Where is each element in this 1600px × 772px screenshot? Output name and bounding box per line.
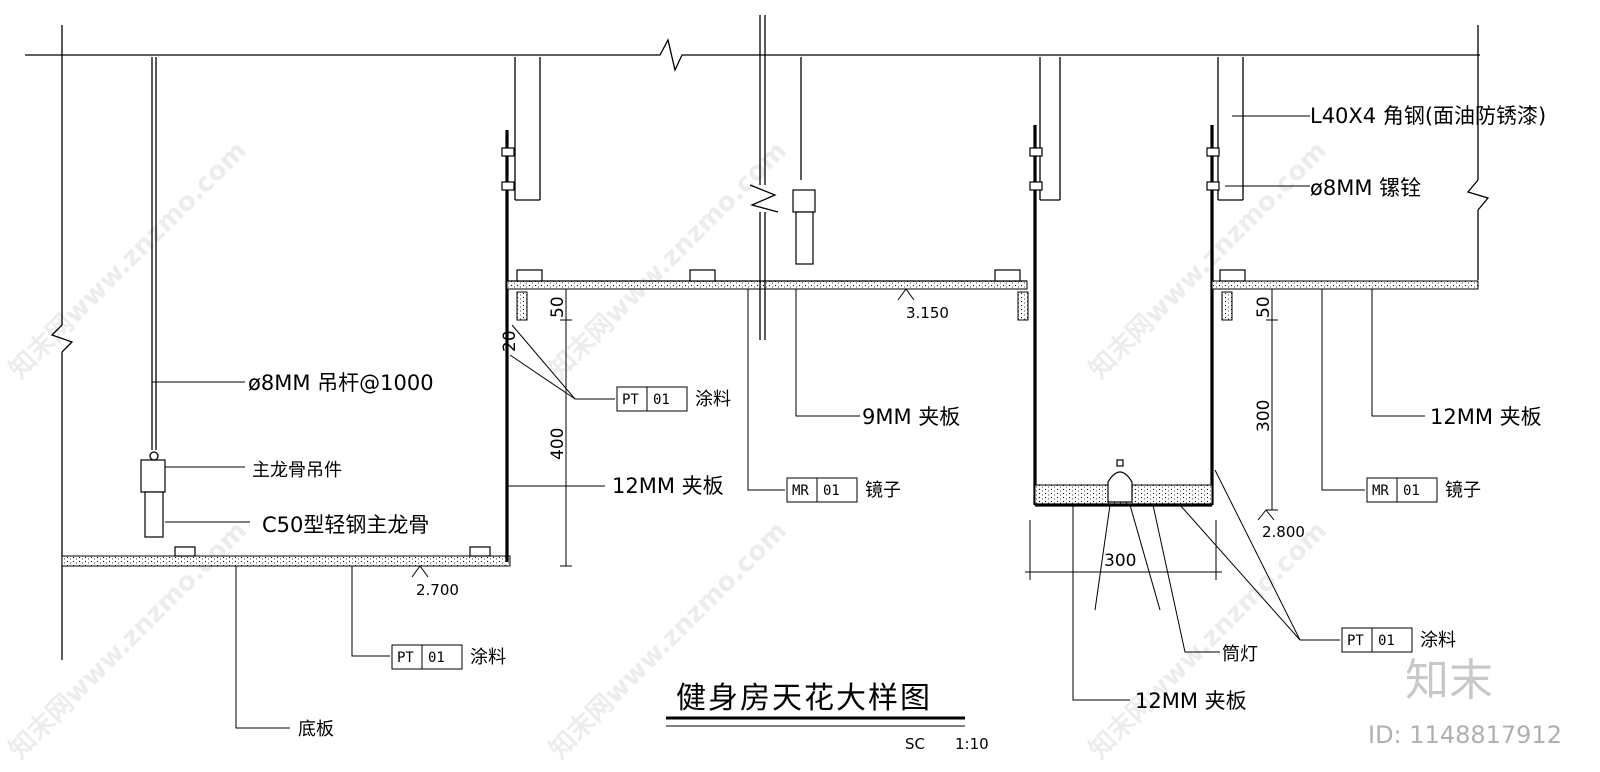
- watermark-layer: 知末网www.znzmo.com 知末网www.znzmo.com 知末网www…: [4, 136, 1333, 765]
- material-tag: MR 01 镜子: [1366, 477, 1481, 503]
- watermark-id: ID: 1148817912: [1368, 721, 1562, 749]
- svg-text:MR: MR: [792, 483, 809, 499]
- plywood-9-label: 9MM 夹板: [862, 405, 960, 429]
- watermark-text: 知末网www.znzmo.com: [544, 516, 793, 765]
- level-2700: 2.700: [416, 581, 459, 599]
- drawing-title: 健身房天花大样图: [676, 681, 932, 716]
- material-tag: PT 01 涂料: [391, 644, 506, 670]
- downlight-label: 筒灯: [1222, 644, 1258, 665]
- dim-400: 400: [548, 428, 568, 460]
- svg-text:镜子: 镜子: [1445, 480, 1481, 501]
- middle-ceiling-section: [506, 15, 1029, 340]
- dim-300-vertical: 300: [1254, 400, 1274, 432]
- svg-text:PT: PT: [1347, 633, 1364, 649]
- title-block: 健身房天花大样图 SC 1:10: [666, 681, 989, 753]
- base-board-label: 底板: [298, 719, 334, 740]
- scale-value: 1:10: [955, 735, 989, 753]
- svg-text:01: 01: [428, 650, 445, 666]
- level-2800: 2.800: [1262, 523, 1305, 541]
- light-trough-section: [1029, 57, 1244, 611]
- brand-logo-text: 知末: [1405, 655, 1493, 706]
- hanger-rod-label: ø8MM 吊杆@1000: [248, 371, 434, 395]
- watermark-text: 知末网www.znzmo.com: [1084, 136, 1333, 385]
- material-tag: MR 01 镜子: [786, 477, 901, 503]
- watermark-text: 知末网www.znzmo.com: [4, 516, 253, 765]
- svg-text:涂料: 涂料: [1420, 630, 1456, 651]
- dimension-lines: [411, 288, 1278, 580]
- svg-text:涂料: 涂料: [470, 647, 506, 668]
- main-keel-label: C50型轻钢主龙骨: [262, 513, 429, 537]
- bolt-label: ø8MM 镙铨: [1310, 176, 1421, 200]
- svg-text:01: 01: [1403, 483, 1420, 499]
- plywood-12-label: 12MM 夹板: [612, 474, 724, 498]
- svg-text:涂料: 涂料: [695, 389, 731, 410]
- plywood-12-label: 12MM 夹板: [1135, 689, 1247, 713]
- structure-lines: [25, 25, 1490, 660]
- plywood-12-label: 12MM 夹板: [1430, 405, 1542, 429]
- material-tag: PT 01 涂料: [616, 386, 731, 412]
- brand-watermark: 知末 ID: 1148817912: [1368, 655, 1562, 749]
- level-marks: 2.700 3.150 2.800: [416, 304, 1305, 599]
- svg-text:MR: MR: [1372, 483, 1389, 499]
- level-3150: 3.150: [906, 304, 949, 322]
- svg-text:01: 01: [1378, 633, 1395, 649]
- watermark-text: 知末网www.znzmo.com: [544, 136, 793, 385]
- svg-text:PT: PT: [622, 392, 639, 408]
- watermark-text: 知末网www.znzmo.com: [4, 136, 253, 385]
- dim-50-right: 50: [1254, 296, 1274, 318]
- material-tag: PT 01 涂料: [1341, 627, 1456, 653]
- left-ceiling-section: [61, 57, 541, 567]
- material-tags: PT 01 涂料 MR 01 镜子 PT 01 涂料 MR 01 镜子: [391, 386, 1481, 670]
- main-keel-hanger-label: 主龙骨吊件: [252, 460, 342, 481]
- dim-300-horizontal: 300: [1104, 551, 1136, 571]
- svg-text:镜子: 镜子: [865, 480, 901, 501]
- dim-50-left: 50: [548, 296, 568, 318]
- annotation-labels: ø8MM 吊杆@1000 主龙骨吊件 C50型轻钢主龙骨 底板 L40X4 角钢…: [248, 104, 1546, 740]
- dim-20: 20: [500, 330, 520, 352]
- leader-lines: [152, 115, 1425, 729]
- svg-text:01: 01: [653, 392, 670, 408]
- angle-steel-label: L40X4 角钢(面油防锈漆): [1310, 104, 1546, 128]
- dimension-texts: 50 20 400 50 300 300: [500, 296, 1274, 571]
- scale-prefix: SC: [905, 735, 925, 753]
- svg-text:PT: PT: [397, 650, 414, 666]
- svg-text:01: 01: [823, 483, 840, 499]
- right-ceiling-section: [1211, 269, 1479, 321]
